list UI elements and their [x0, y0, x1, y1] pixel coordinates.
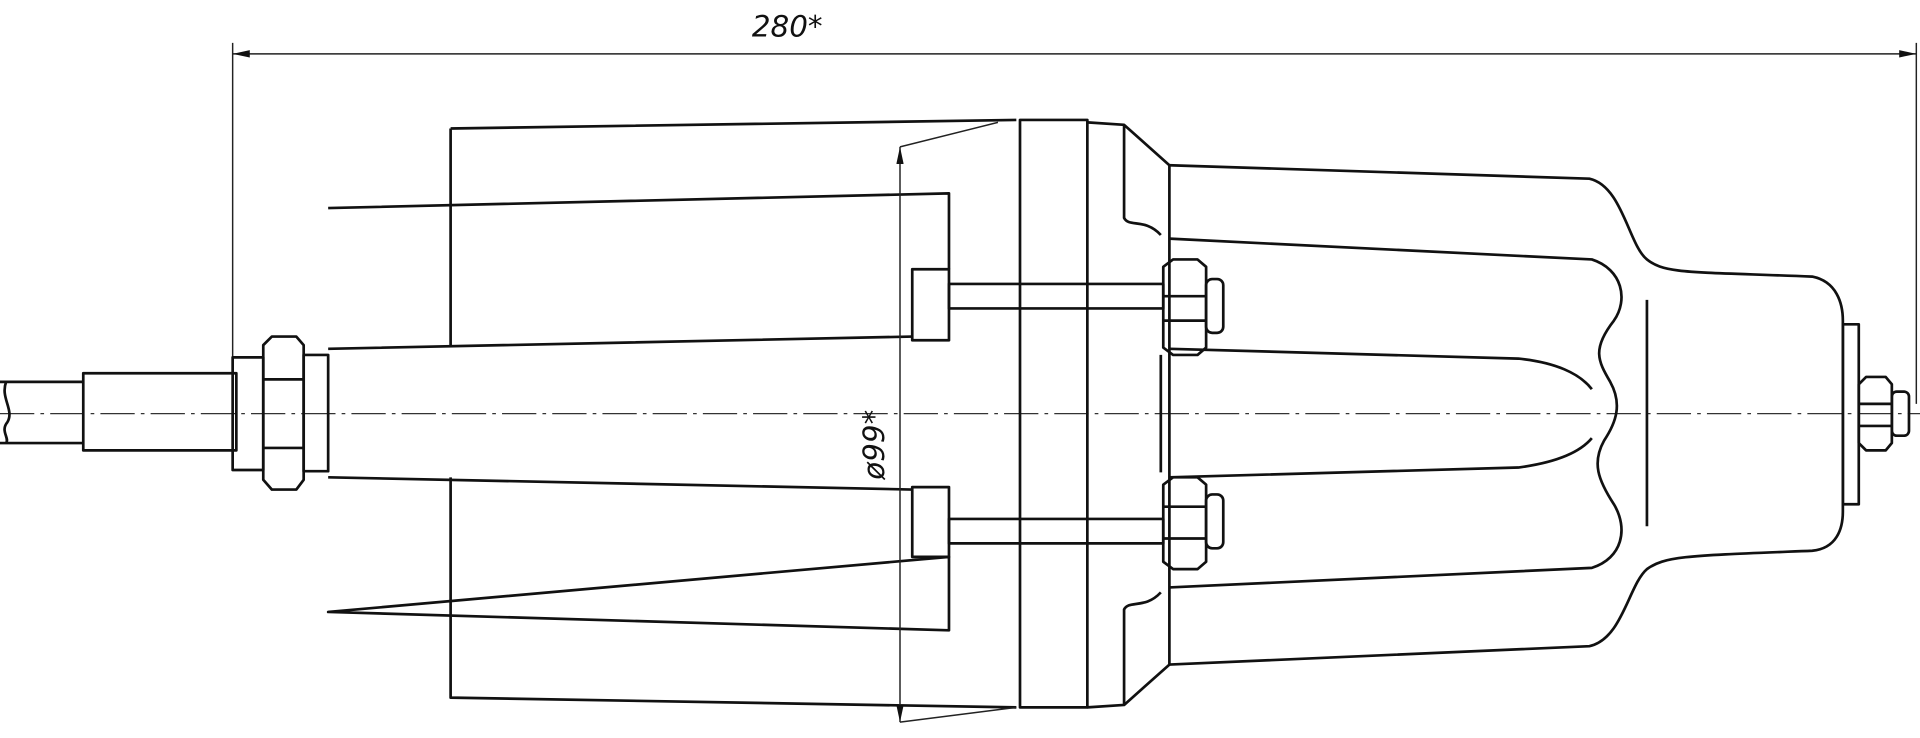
plate-top [910, 267, 951, 342]
diameter-dimension: ø99* [857, 121, 1017, 723]
plate-bottom [910, 485, 951, 559]
gland-nut [231, 335, 330, 491]
flange [1018, 118, 1171, 709]
inner-body [326, 192, 951, 632]
shaft [328, 335, 913, 491]
bolt-top [947, 258, 1225, 357]
cable [0, 371, 238, 452]
length-dimension: 280* [231, 10, 1918, 404]
length-dimension-label: 280* [752, 10, 823, 44]
housing [1169, 163, 1845, 666]
end-cap [1841, 322, 1911, 506]
diameter-dimension-label: ø99* [857, 410, 891, 481]
outer-body [449, 118, 1017, 709]
